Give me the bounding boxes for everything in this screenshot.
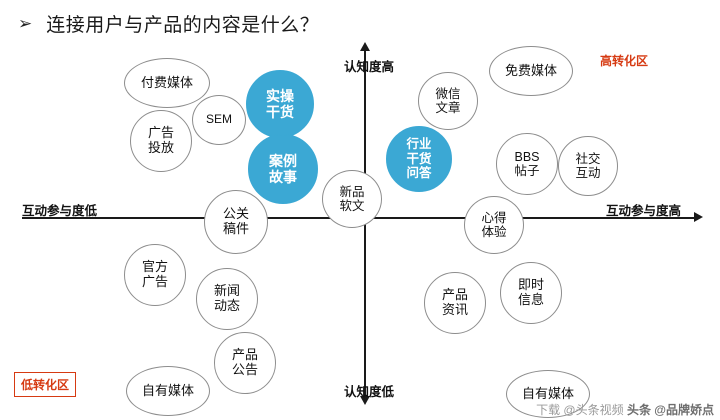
- axis-arrow-up-icon: [360, 42, 370, 51]
- bubble-label: 官方广告: [141, 259, 168, 289]
- axis-label-awareness-high: 认知度高: [344, 60, 395, 74]
- bubble-label: 免费媒体: [504, 62, 557, 78]
- bubble-case-stories[interactable]: 案例故事: [248, 134, 318, 204]
- bubble-label: 自有媒体: [141, 382, 194, 398]
- axis-label-awareness-low: 认知度低: [344, 385, 395, 399]
- bubble-label: 产品资讯: [441, 287, 468, 317]
- page-title: ➢ 连接用户与产品的内容是什么？: [18, 10, 319, 37]
- bubble-label: 即时信息: [517, 277, 544, 307]
- axis-label-engagement-high: 互动参与度高: [606, 204, 682, 218]
- zone-label-high-conversion: 高转化区: [600, 54, 649, 68]
- bubble-label: 新品软文: [339, 184, 365, 213]
- bubble-instant-info[interactable]: 即时信息: [500, 262, 562, 324]
- bubble-owned-media-2[interactable]: 自有媒体: [506, 370, 590, 418]
- bubble-owned-media[interactable]: 自有媒体: [126, 366, 210, 416]
- bubble-product-info[interactable]: 产品资讯: [424, 272, 486, 334]
- bubble-product-notice[interactable]: 产品公告: [214, 332, 276, 394]
- bubble-label: 案例故事: [269, 152, 297, 185]
- bubble-label: 自有媒体: [521, 385, 574, 401]
- bubble-official-ad[interactable]: 官方广告: [124, 244, 186, 306]
- watermark-brand: 头条 @品牌娇点: [626, 403, 714, 417]
- title-text: 连接用户与产品的内容是什么？: [46, 15, 320, 36]
- bubble-paid-media[interactable]: 付费媒体: [124, 58, 210, 108]
- axis-label-engagement-low: 互动参与度低: [22, 204, 98, 218]
- bubble-practical-tips[interactable]: 实操干货: [246, 70, 314, 138]
- bubble-social-interaction[interactable]: 社交互动: [558, 136, 618, 196]
- bubble-sem[interactable]: SEM: [192, 95, 246, 145]
- bubble-label: 公关稿件: [222, 206, 249, 236]
- bubble-news-updates[interactable]: 新闻动态: [196, 268, 258, 330]
- bubble-ad-placement[interactable]: 广告投放: [130, 110, 192, 172]
- axis-arrow-right-icon: [694, 212, 703, 222]
- bubble-label: 微信文章: [435, 86, 461, 115]
- bubble-industry-qa[interactable]: 行业干货问答: [386, 126, 452, 192]
- bubble-label: 实操干货: [266, 87, 294, 120]
- bubble-experience-notes[interactable]: 心得体验: [464, 196, 524, 254]
- axis-arrow-down-icon: [360, 396, 370, 405]
- bubble-label: 心得体验: [481, 210, 507, 239]
- watermark-prefix: 下载 @头条视频: [536, 403, 624, 417]
- bubble-pr-manuscript[interactable]: 公关稿件: [204, 190, 268, 254]
- zone-label-low-conversion: 低转化区: [21, 378, 70, 392]
- bullet-icon: ➢: [18, 14, 33, 33]
- bubble-free-media[interactable]: 免费媒体: [489, 46, 573, 96]
- bubble-wechat-article[interactable]: 微信文章: [418, 72, 478, 130]
- zone-box-low-conversion: 低转化区: [14, 372, 77, 397]
- bubble-new-product-copy[interactable]: 新品软文: [322, 170, 382, 228]
- bubble-label: 新闻动态: [213, 283, 240, 313]
- bubble-label: 产品公告: [231, 347, 258, 377]
- bubble-label: 社交互动: [575, 151, 601, 180]
- bubble-label: 行业干货问答: [406, 137, 432, 181]
- watermark: 下载 @头条视频 头条 @品牌娇点: [536, 401, 714, 418]
- bubble-label: 广告投放: [147, 125, 174, 155]
- bubble-label: SEM: [205, 112, 232, 127]
- bubble-label: 付费媒体: [140, 74, 193, 90]
